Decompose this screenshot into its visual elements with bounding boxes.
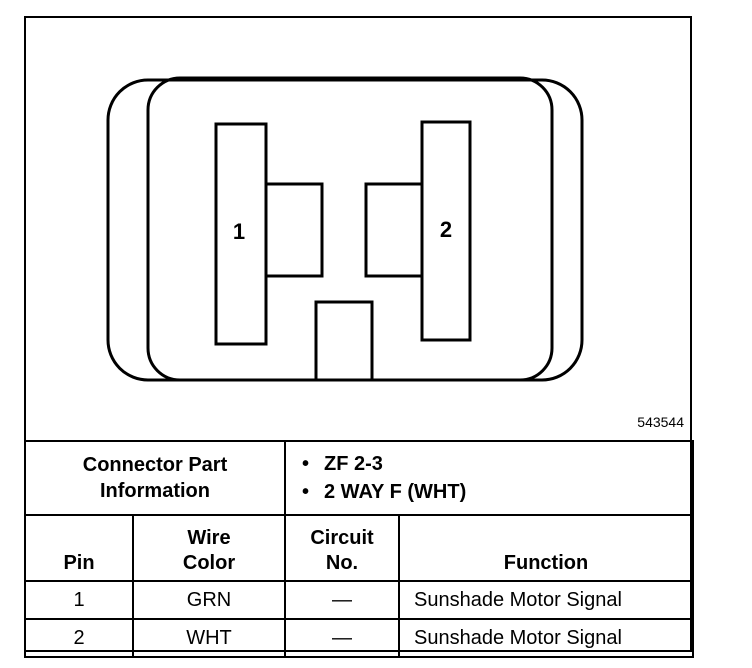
wire-color-header: Wire Color [132, 514, 286, 582]
part-info-label-line2: Information [100, 480, 210, 502]
connector-key [314, 300, 374, 380]
function-cell: Sunshade Motor Signal [397, 580, 695, 620]
pin-1-label: 1 [233, 219, 245, 244]
part-item: ZF 2-3 [302, 450, 692, 478]
part-info-row: Connector Part Information ZF 2-3 2 WAY … [24, 440, 695, 516]
function-header: Function [397, 514, 695, 582]
pin-header: Pin [24, 514, 134, 582]
connector-info-table: Connector Part Information ZF 2-3 2 WAY … [24, 440, 695, 658]
circuit-cell: — [284, 580, 400, 620]
circuit-header: Circuit No. [284, 514, 400, 582]
pin-1-tab [264, 182, 324, 278]
figure-id: 543544 [637, 414, 684, 430]
table-row: 2 WHT — Sunshade Motor Signal [24, 618, 695, 658]
connector-inner-body [146, 76, 554, 382]
pin-2-label: 2 [440, 217, 452, 242]
connector-face-diagram: 1 2 [106, 76, 584, 382]
wire-color-header-line2: Color [182, 552, 236, 574]
wire-color-cell: WHT [132, 618, 286, 658]
circuit-header-line2: No. [325, 552, 359, 574]
wire-color-header-line1: Wire [187, 527, 231, 549]
part-info-label-line1: Connector Part [82, 454, 228, 476]
pin-cell: 1 [24, 580, 134, 620]
connector-outer-shell [106, 78, 584, 382]
circuit-header-line1: Circuit [310, 527, 374, 549]
pin-cell: 2 [24, 618, 134, 658]
part-item: 2 WAY F (WHT) [302, 478, 692, 506]
wire-color-cell: GRN [132, 580, 286, 620]
part-info-list: ZF 2-3 2 WAY F (WHT) [283, 440, 695, 516]
connector-sheet: 1 2 543544 Connector Part Information ZF… [24, 16, 695, 658]
part-info-label-cell: Connector Part Information [24, 440, 286, 516]
circuit-cell: — [284, 618, 400, 658]
pin-2-tab [364, 182, 424, 278]
function-cell: Sunshade Motor Signal [397, 618, 695, 658]
column-header-row: Pin Wire Color Circuit No. Function [24, 514, 695, 582]
table-row: 1 GRN — Sunshade Motor Signal [24, 580, 695, 620]
